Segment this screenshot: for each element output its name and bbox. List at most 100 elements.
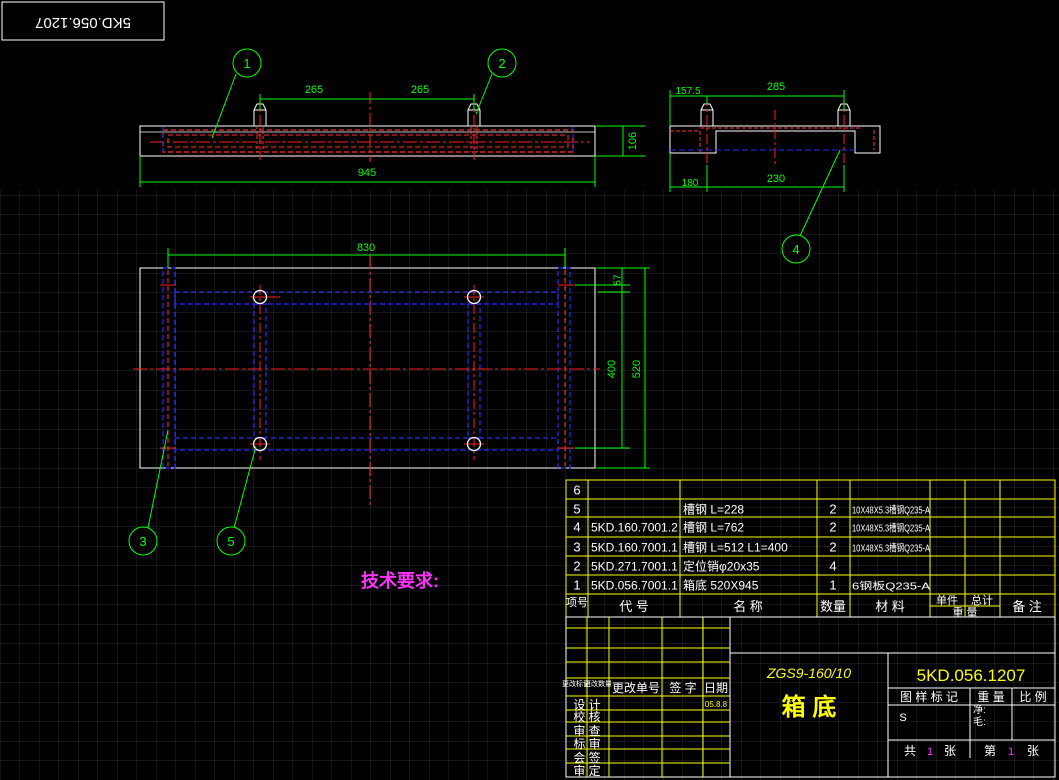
bom-row-1-code: 5KD.056.7001.1 — [591, 579, 678, 593]
svg-text:5: 5 — [227, 534, 234, 549]
total-prefix: 共 — [904, 744, 916, 758]
balloon-4: 4 — [781, 234, 811, 264]
bom-header-name: 名 称 — [733, 599, 763, 614]
sign-check: 校 核 — [573, 709, 600, 724]
bom-header-total: 总计 — [971, 593, 993, 607]
drawing-number: 5KD.056.1207 — [917, 666, 1026, 685]
rev-label-sign: 签 字 — [669, 680, 696, 695]
bom-header-weight: 重 量 — [952, 605, 977, 619]
bom-row-6-no: 6 — [573, 483, 580, 498]
sheet-number: 1 — [1008, 746, 1014, 758]
dim-945: 945 — [358, 167, 376, 179]
grid-background — [0, 190, 1059, 780]
sign-review: 审 查 — [573, 723, 600, 738]
side-view: 157.5 285 180 230 — [669, 81, 881, 192]
bom-row-4-mat: 10X48X5.3槽钢Q235-A — [852, 522, 930, 535]
dim-106: 106 — [627, 132, 639, 150]
bom-header-qty: 数量 — [820, 599, 846, 614]
top-dimensions — [167, 248, 650, 469]
front-view: 265 265 945 106 — [139, 84, 645, 187]
bom-row-2-qty: 4 — [829, 559, 836, 574]
top-view: 830 57 400 520 — [133, 242, 650, 505]
drawing-stamp: 5KD.056.1207 — [1, 1, 165, 41]
bom-row-1-name: 箱底 520X945 — [683, 578, 759, 593]
bom-row-5-no: 5 — [573, 502, 580, 517]
rev-date: 05.8.8 — [705, 700, 728, 709]
dim-830: 830 — [357, 242, 375, 254]
front-dimensions — [139, 94, 645, 187]
dim-265-left: 265 — [305, 84, 323, 96]
dim-285: 285 — [767, 81, 785, 93]
stage-label: 图 样 标 记 — [900, 689, 958, 704]
sign-countersign: 会 签 — [573, 750, 600, 765]
side-dimensions — [669, 90, 845, 192]
scale-label: 比 例 — [1019, 690, 1046, 704]
tech-requirements-title: 技术要求: — [361, 570, 439, 591]
balloon-5: 5 — [216, 526, 246, 556]
balloon-2: 2 — [487, 48, 517, 78]
svg-text:1: 1 — [243, 56, 250, 71]
rev-label-order: 更改单号 — [612, 681, 660, 695]
bom-row-4-qty: 2 — [829, 520, 836, 535]
rev-label-mark: 更改标记 — [562, 679, 590, 688]
title-block-grid — [566, 617, 730, 777]
dim-265-right: 265 — [411, 84, 429, 96]
sign-approve: 审 定 — [573, 763, 600, 778]
bom-row-5-name: 槽钢 L=228 — [683, 503, 744, 517]
sign-standard: 标 审 — [573, 736, 600, 751]
sheet-suffix: 张 — [1027, 744, 1039, 758]
front-hidden-channel — [162, 129, 574, 153]
bom-row-1-qty: 1 — [829, 578, 836, 593]
leader-lines — [147, 73, 841, 529]
dim-157-5: 157.5 — [675, 86, 700, 97]
part-name: 箱 底 — [782, 693, 837, 721]
side-pin-left — [700, 96, 714, 165]
bom-row-5-mat: 10X48X5.3槽钢Q235-A — [852, 504, 930, 517]
bom-row-2-code: 5KD.271.7001.1 — [591, 560, 678, 574]
model-number: ZGS9-160/10 — [766, 665, 851, 681]
bom-row-4-code: 5KD.160.7001.2 — [591, 521, 678, 535]
bom-header: 项号 代 号 名 称 数量 材 料 单件 总计 重 量 备 注 — [566, 593, 1042, 619]
dim-400: 400 — [606, 360, 618, 378]
bom-header-no: 项号 — [566, 596, 588, 609]
total-sheets: 1 — [927, 746, 933, 758]
bom-row-1-mat: 6钢板Q235-A — [852, 580, 930, 593]
hole-top-left — [252, 289, 268, 305]
bom-row-1-no: 1 — [573, 578, 580, 593]
bom-row-3-mat: 10X48X5.3槽钢Q235-A — [852, 542, 930, 555]
svg-text:2: 2 — [498, 56, 505, 71]
net-weight-label: 净: — [973, 703, 986, 716]
stamp-text: 5KD.056.1207 — [35, 14, 131, 31]
bom-row-2-name: 定位销φ20x35 — [683, 559, 760, 574]
hole-top-right — [466, 289, 482, 305]
dim-57: 57 — [613, 274, 624, 286]
bom-row-2-no: 2 — [573, 559, 580, 574]
top-outline — [139, 267, 596, 469]
weight-label: 重 量 — [977, 690, 1004, 704]
stage-mark: S — [899, 712, 906, 724]
svg-text:4: 4 — [792, 242, 799, 257]
rev-label-qty: 更改数量 — [584, 679, 612, 688]
dim-520: 520 — [631, 360, 643, 378]
bom-row-3-code: 5KD.160.7001.1 — [591, 541, 678, 555]
hole-bottom-right — [466, 436, 482, 452]
sign-design: 设 计 — [573, 698, 600, 712]
bom-header-unit: 单件 — [936, 594, 958, 607]
dim-230: 230 — [767, 173, 785, 185]
balloon-3: 3 — [128, 526, 158, 556]
front-outline — [139, 125, 596, 157]
bom-row-4-no: 4 — [573, 520, 580, 535]
bom-row-3-name: 槽钢 L=512 L1=400 — [683, 541, 788, 555]
total-suffix: 张 — [944, 744, 956, 758]
dim-180: 180 — [682, 178, 699, 189]
bom-row-3-qty: 2 — [829, 540, 836, 555]
bom-row-4-name: 槽钢 L=762 — [683, 521, 744, 535]
rev-label-date: 日期 — [704, 681, 728, 695]
bom-header-code: 代 号 — [619, 599, 649, 614]
balloon-1: 1 — [232, 48, 262, 78]
title-block — [565, 616, 1056, 778]
sheet-prefix: 第 — [984, 744, 996, 758]
bom-rows: 6 5 槽钢 L=228 2 10X48X5.3槽钢Q235-A 4 5KD.160.700… — [573, 483, 930, 593]
front-pin-left — [253, 96, 267, 160]
